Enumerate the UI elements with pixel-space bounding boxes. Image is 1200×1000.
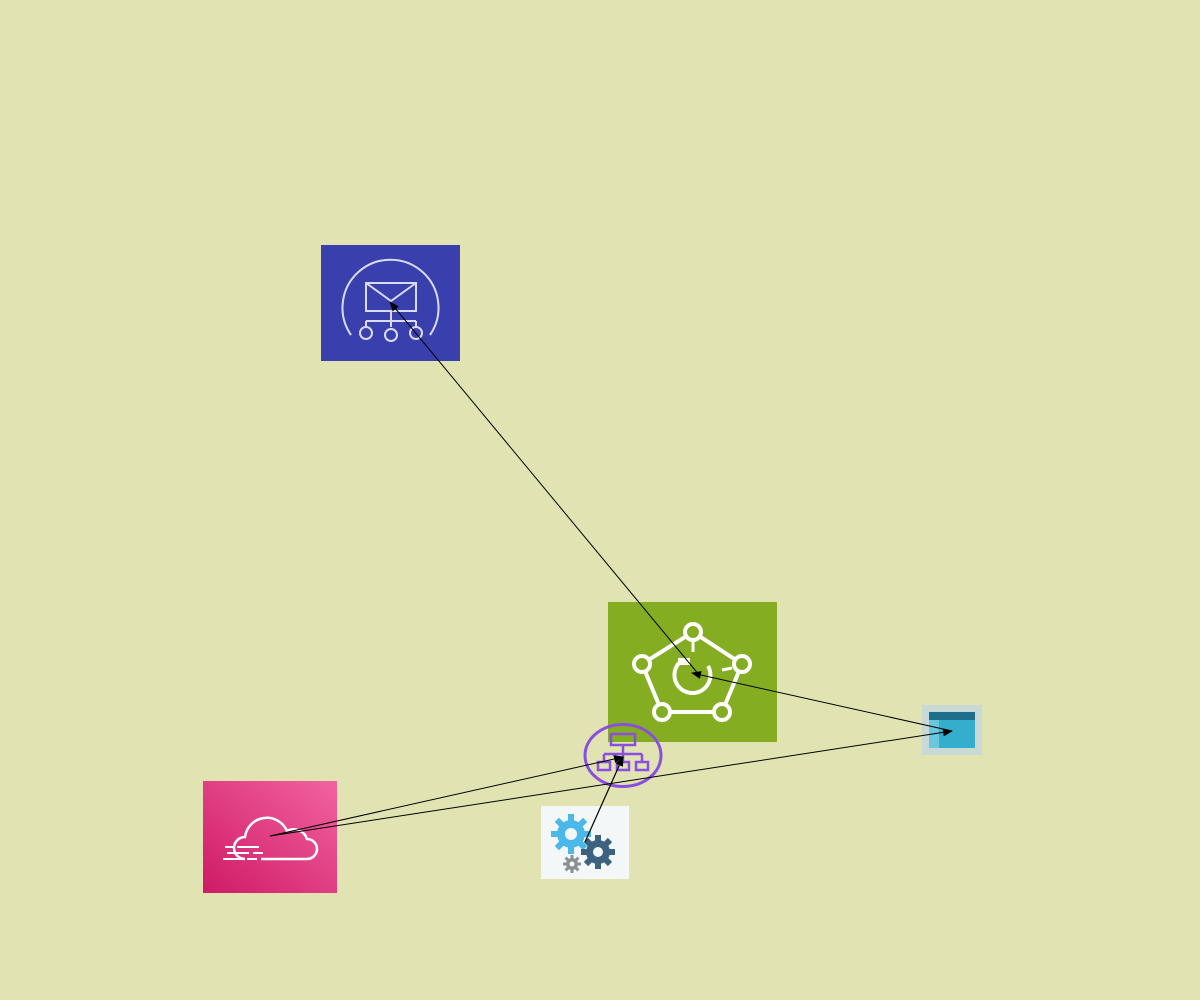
cloud-flow-icon	[203, 781, 337, 893]
gears-icon	[541, 806, 629, 879]
browser-window-node[interactable]	[922, 705, 982, 755]
network-hierarchy-node[interactable]	[583, 722, 663, 789]
gears-node[interactable]	[541, 806, 629, 879]
notification-topic-icon	[321, 245, 460, 361]
browser-window-icon	[922, 705, 982, 755]
network-hierarchy-icon	[583, 723, 663, 788]
iot-events-node[interactable]	[608, 602, 777, 742]
cloud-flow-node[interactable]	[203, 781, 337, 893]
iot-events-icon	[608, 602, 777, 742]
notification-topic-node[interactable]	[321, 245, 460, 361]
